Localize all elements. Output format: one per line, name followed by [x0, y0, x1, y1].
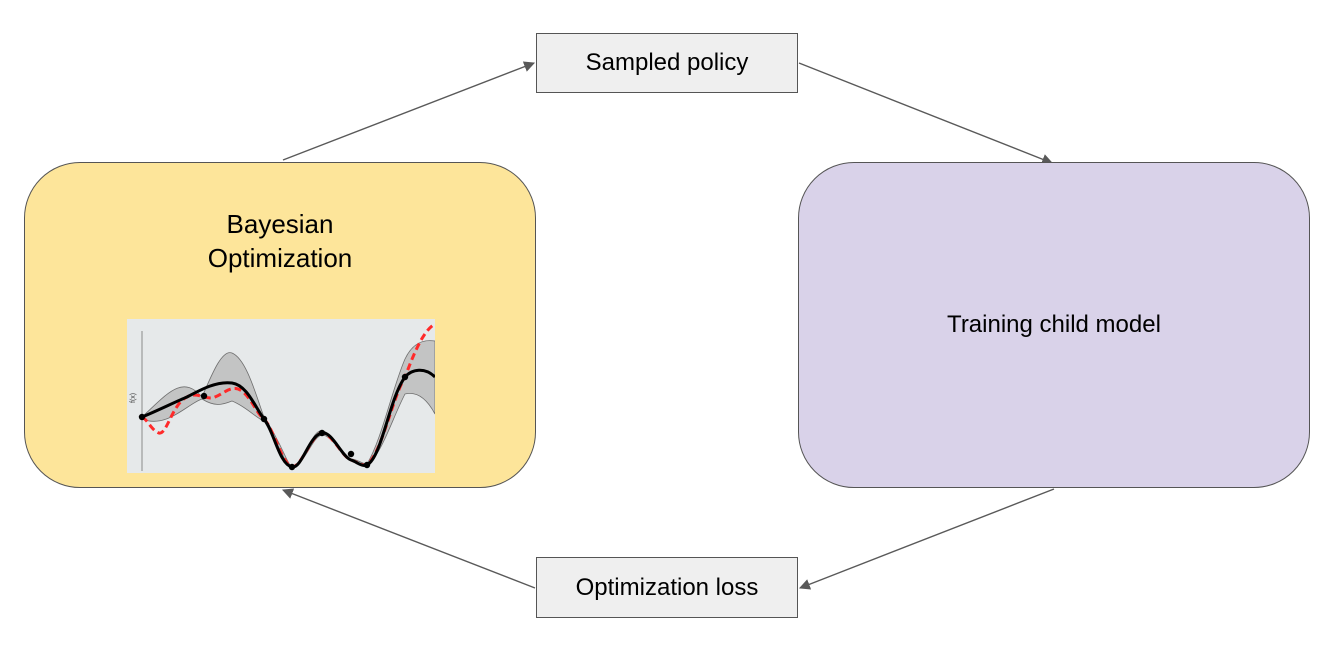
edge-sampled-to-training: [798, 62, 1054, 165]
optimization-loss-label: Optimization loss: [575, 573, 759, 601]
observation-point: [347, 450, 355, 458]
posterior-mean-curve: [141, 368, 435, 469]
edge-training-to-loss: [798, 488, 1055, 590]
observation-point: [318, 429, 326, 437]
plot-y-axis-label: f(x): [130, 393, 137, 403]
observation-point: [363, 461, 371, 469]
sampled-policy-node: Sampled policy: [536, 33, 798, 93]
edge-bo-to-sampled: [282, 61, 536, 161]
observation-point: [200, 392, 208, 400]
sampled-policy-label: Sampled policy: [585, 49, 749, 76]
bayesian-title-line1: Bayesian: [226, 209, 334, 239]
training-child-model-node: Training child model: [798, 162, 1310, 488]
training-child-model-label: Training child model: [947, 311, 1161, 338]
gaussian-process-plot: f(x): [127, 319, 435, 473]
observation-point: [138, 413, 146, 421]
bayesian-optimization-title: Bayesian Optimization: [25, 207, 535, 275]
bayesian-optimization-node: Bayesian Optimization f(x): [24, 162, 536, 488]
observation-point: [401, 373, 409, 381]
observation-point: [288, 463, 296, 471]
optimization-loss-node: Optimization loss: [536, 557, 798, 618]
observation-point: [260, 415, 268, 423]
edge-loss-to-bo: [281, 488, 536, 589]
bayesian-title-line2: Optimization: [207, 243, 353, 273]
